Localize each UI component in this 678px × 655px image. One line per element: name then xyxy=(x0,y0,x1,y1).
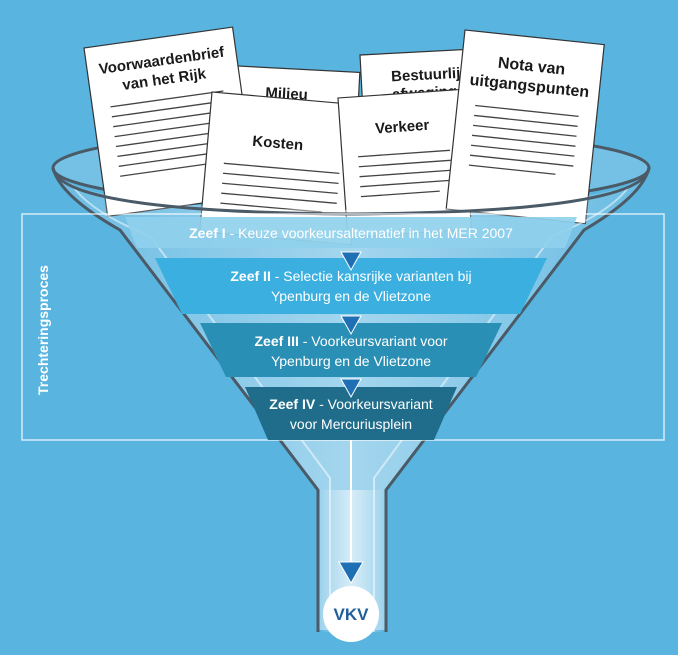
document-verkeer: Verkeer xyxy=(337,88,473,239)
zeef-2-text: Zeef II - Selectie kansrijke varianten b… xyxy=(230,268,471,304)
arrow-down-icon xyxy=(340,251,362,272)
arrow-down-icon xyxy=(340,378,362,399)
document-verkeer-title: Verkeer xyxy=(375,117,430,138)
arrow-down-icon xyxy=(338,561,364,585)
zeef-1-text: Zeef I - Keuze voorkeursalternatief in h… xyxy=(189,225,513,241)
document-nota: Nota vanuitgangspunten xyxy=(445,29,605,225)
arrow-down-icon xyxy=(340,315,362,336)
document-kosten-title: Kosten xyxy=(252,133,304,154)
zeef-2: Zeef II - Selectie kansrijke varianten b… xyxy=(155,258,547,314)
zeef-1: Zeef I - Keuze voorkeursalternatief in h… xyxy=(125,217,577,248)
result-circle xyxy=(323,586,379,642)
result-label: VKV xyxy=(334,605,370,624)
process-label: Trechteringsproces xyxy=(35,265,51,395)
